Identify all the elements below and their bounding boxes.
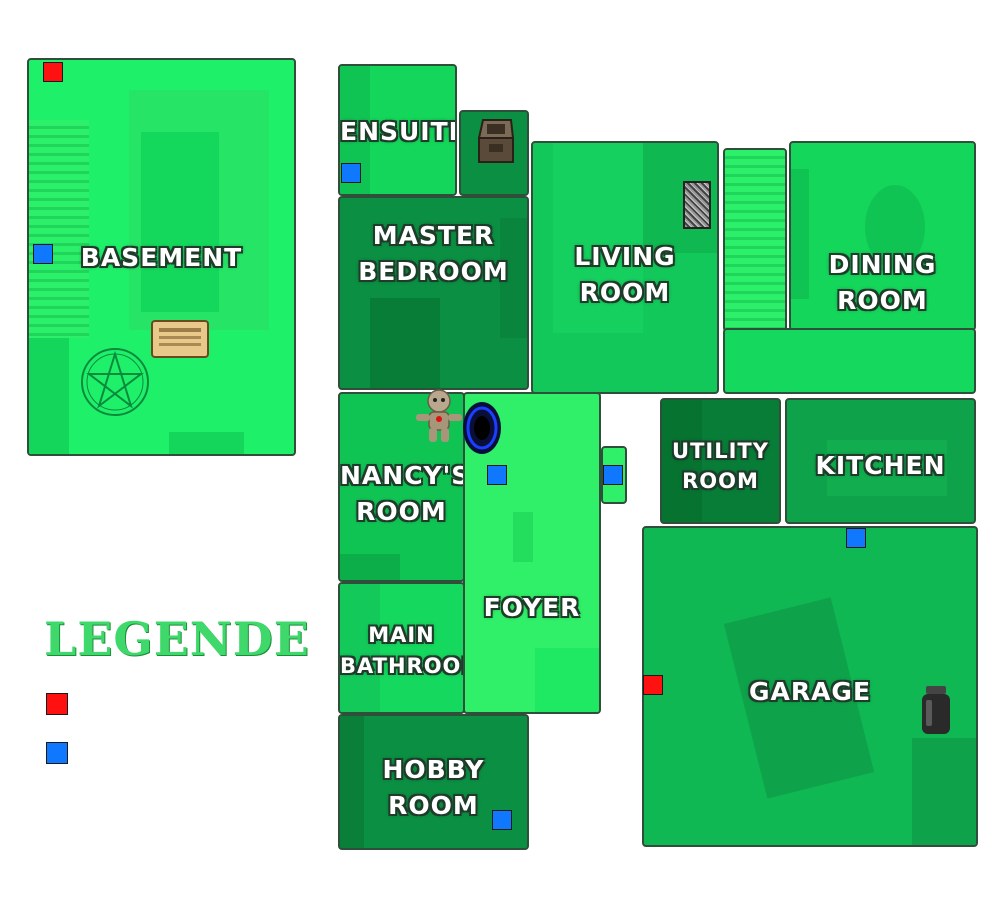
- foyer-label: FOYER: [483, 593, 581, 622]
- room-closet[interactable]: [459, 110, 529, 196]
- jar-icon: [922, 686, 950, 734]
- tv-static-icon: [683, 181, 711, 229]
- legend-red-swatch: [46, 693, 68, 715]
- room-stairs[interactable]: [723, 148, 787, 332]
- basement-stairs: [29, 120, 89, 338]
- portal-icon: [463, 402, 501, 454]
- red-marker[interactable]: [643, 675, 663, 695]
- room-garage[interactable]: GARAGE: [642, 526, 978, 847]
- blue-marker[interactable]: [487, 465, 507, 485]
- legend-blue-swatch: [46, 742, 68, 764]
- music-box-icon: [477, 119, 515, 163]
- blue-marker[interactable]: [846, 528, 866, 548]
- room-basement[interactable]: BASEMENT: [27, 58, 296, 456]
- blue-marker[interactable]: [492, 810, 512, 830]
- room-main-bathroom[interactable]: MAINBATHROOM: [338, 582, 465, 714]
- voodoo-doll-icon: [416, 389, 462, 442]
- blue-marker[interactable]: [341, 163, 361, 183]
- blue-marker[interactable]: [603, 465, 623, 485]
- legend-title: LEGENDE: [44, 612, 310, 666]
- room-hallway-east[interactable]: [723, 328, 976, 394]
- blue-marker[interactable]: [33, 244, 53, 264]
- room-kitchen[interactable]: KITCHEN: [785, 398, 976, 524]
- red-marker[interactable]: [43, 62, 63, 82]
- pentagram-icon: [81, 348, 149, 416]
- ouija-board-icon: [151, 320, 209, 358]
